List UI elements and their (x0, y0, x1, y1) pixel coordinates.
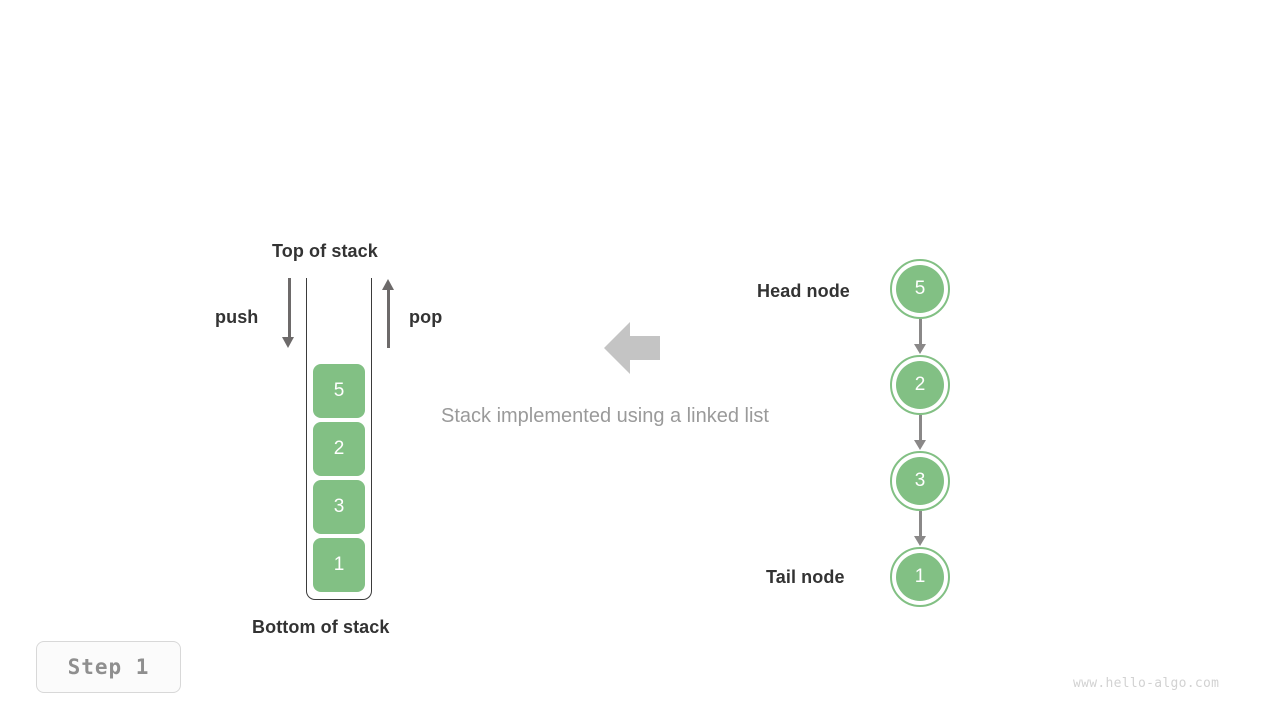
push-arrow-head-icon (282, 337, 294, 348)
linked-list-link-arrow-icon (914, 440, 926, 450)
diagram-caption: Stack implemented using a linked list (441, 405, 769, 427)
step-badge: Step 1 (36, 641, 181, 693)
stack-cell-value: 2 (333, 438, 345, 459)
linked-list-node: 5 (890, 259, 950, 319)
linked-list-link-shaft (918, 511, 922, 537)
linked-list-link-shaft (918, 415, 922, 441)
linked-list-node-value: 3 (896, 457, 944, 505)
step-badge-text: Step 1 (67, 655, 150, 679)
left-arrow-icon (604, 322, 660, 374)
linked-list-node: 1 (890, 547, 950, 607)
linked-list-node-value: 5 (896, 265, 944, 313)
stack-cell-value: 1 (333, 554, 345, 575)
linked-list-link-arrow-icon (914, 344, 926, 354)
stack-cell-value: 3 (333, 496, 345, 517)
pop-arrow-head-icon (382, 279, 394, 290)
push-label: push (215, 307, 259, 327)
linked-list-link-arrow-icon (914, 536, 926, 546)
pop-label: pop (409, 307, 443, 327)
linked-list-node-value: 2 (896, 361, 944, 409)
stack-cell: 2 (313, 422, 365, 476)
bottom-of-stack-label: Bottom of stack (252, 617, 390, 637)
linked-list-link-shaft (918, 319, 922, 345)
linked-list-node-value: 1 (896, 553, 944, 601)
pop-arrow-shaft (387, 289, 390, 348)
watermark: www.hello-algo.com (1073, 676, 1220, 691)
linked-list-node: 2 (890, 355, 950, 415)
head-node-label: Head node (757, 281, 850, 301)
tail-node-label: Tail node (766, 567, 845, 587)
stack-container (306, 278, 372, 600)
stack-cell: 1 (313, 538, 365, 592)
stack-cell: 5 (313, 364, 365, 418)
push-arrow-shaft (288, 278, 291, 338)
stack-cell-value: 5 (333, 380, 345, 401)
stack-cell: 3 (313, 480, 365, 534)
top-of-stack-label: Top of stack (272, 241, 378, 261)
linked-list-node: 3 (890, 451, 950, 511)
